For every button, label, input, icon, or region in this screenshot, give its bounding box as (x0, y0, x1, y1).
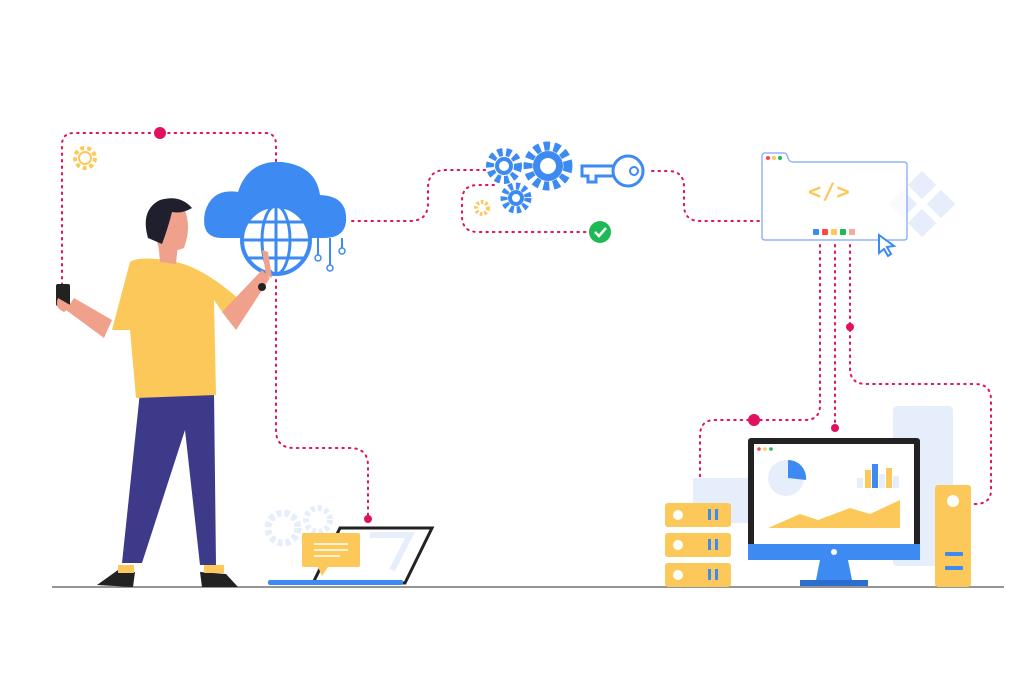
cloud-icon (204, 161, 347, 276)
connector-node (364, 515, 372, 523)
server-tower (935, 485, 971, 587)
key-icon (580, 154, 645, 188)
bar-chart-icon (857, 464, 899, 488)
code-window (761, 152, 908, 241)
connector-node (748, 414, 760, 426)
message-icon (302, 533, 360, 576)
gear-icon (73, 146, 97, 170)
check-icon (589, 221, 611, 243)
person (56, 198, 272, 587)
code-window-label: </> (808, 180, 851, 205)
pie-chart-icon (768, 459, 807, 496)
connector-node (831, 424, 839, 432)
area-chart-icon (768, 500, 900, 528)
connector-node (154, 127, 166, 139)
laptop (264, 505, 435, 585)
globe-icon (240, 204, 312, 276)
cursor-icon (878, 233, 897, 258)
gears-icon (474, 141, 573, 216)
connector-node (846, 323, 854, 331)
monitor (748, 406, 953, 586)
